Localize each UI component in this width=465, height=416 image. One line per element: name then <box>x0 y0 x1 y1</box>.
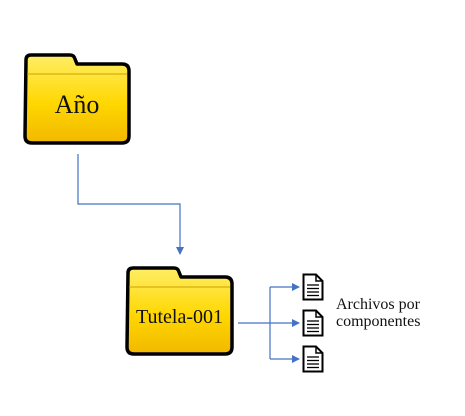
document-icon <box>302 345 324 373</box>
root-folder: Año <box>22 52 132 146</box>
files-label-line2: componentes <box>336 313 421 330</box>
folder-icon <box>23 53 131 145</box>
root-folder-label: Año <box>54 90 100 119</box>
child-folder-label: Tutela-001 <box>135 306 224 328</box>
files-label-line1: Archivos por <box>336 296 420 313</box>
document-icon <box>302 309 324 337</box>
files-label: Archivos por componentes <box>336 296 456 330</box>
folder-icon <box>125 266 234 356</box>
child-folder: Tutela-001 <box>124 265 235 357</box>
document-icon <box>302 273 324 301</box>
connector-root-to-child <box>77 154 184 255</box>
